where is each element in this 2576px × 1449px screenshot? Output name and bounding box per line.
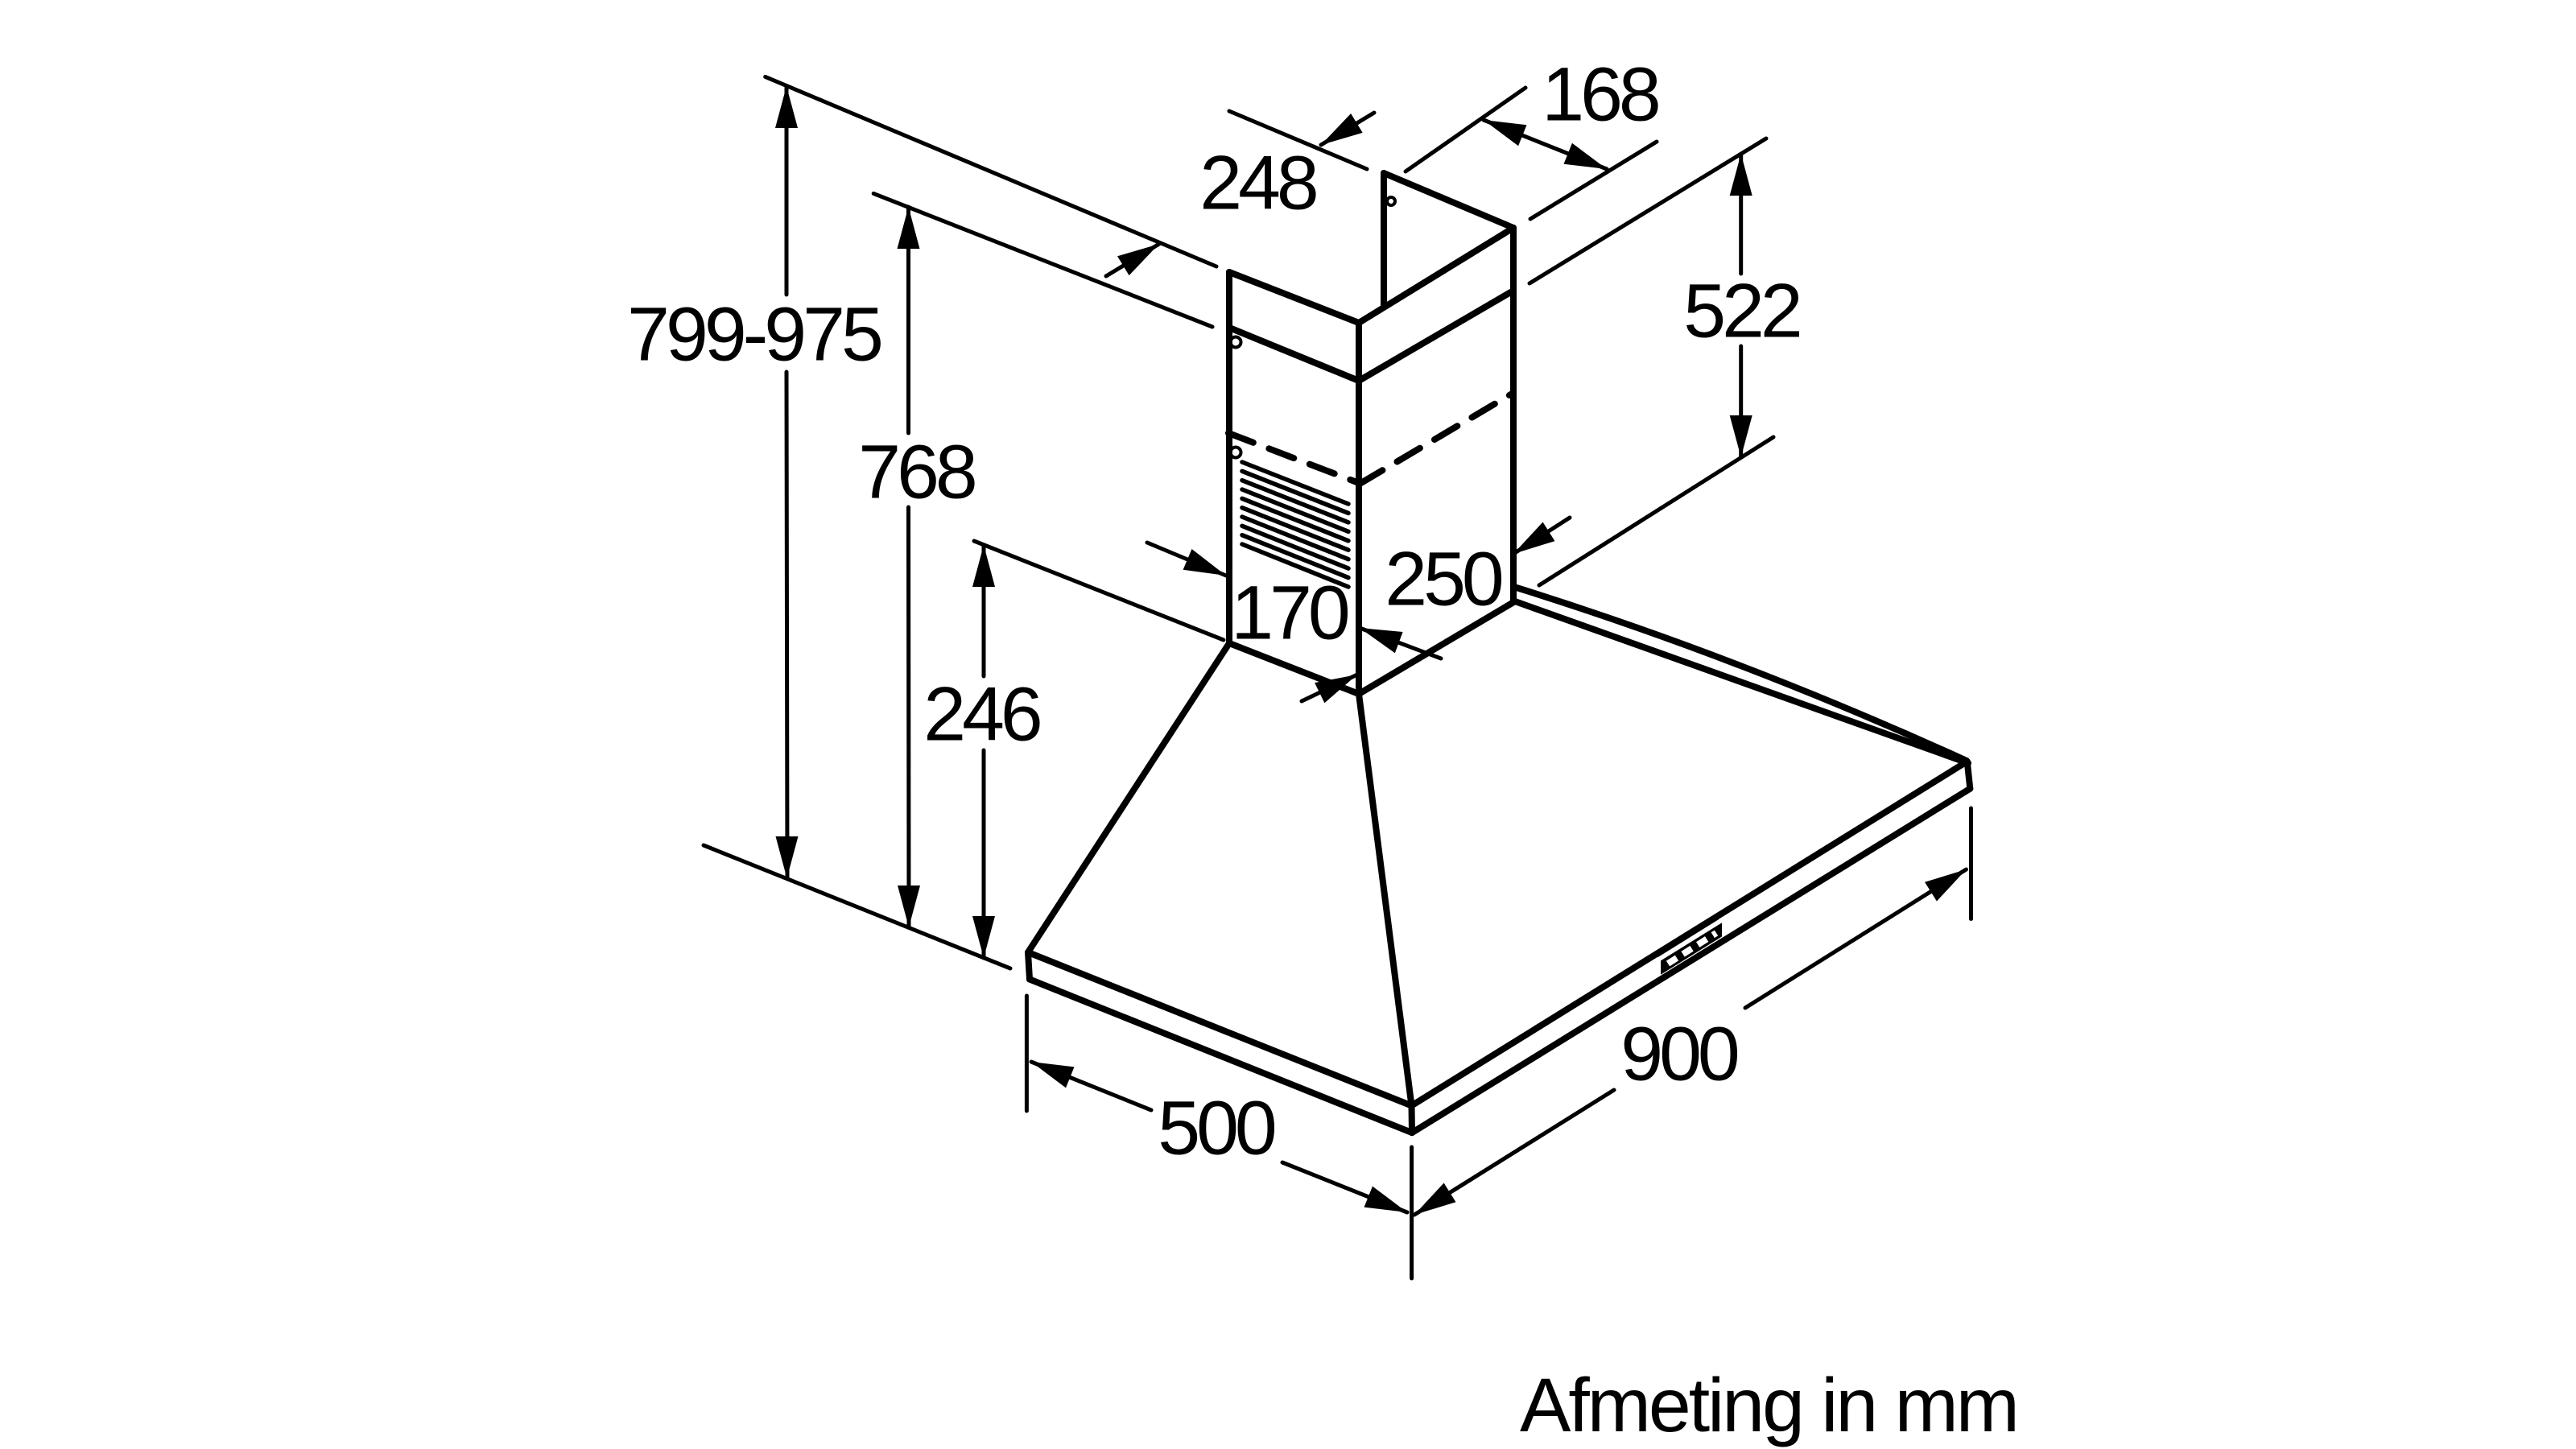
flue-screw-hole-lower (1228, 445, 1243, 460)
dimension-label-flue-bottom-width: 170 (1231, 571, 1348, 656)
ext-flue-back-248 (1227, 109, 1369, 171)
arrow-900-left (1414, 1183, 1456, 1215)
arrow-250-left (1360, 628, 1403, 654)
canopy-bottom-left-edge (1026, 976, 1415, 1137)
canopy-top-left-edge (1025, 949, 1415, 1109)
pyramid-front-edge (1356, 691, 1415, 1109)
arrow-500-left (1031, 1062, 1075, 1088)
arrow-246-down (972, 916, 995, 958)
dimension-label-canopy-width: 900 (1620, 1012, 1738, 1097)
ext-chimney-front-168 (1528, 139, 1659, 221)
arrow-248-left (1117, 244, 1159, 276)
pyramid-right-slant-lower (1512, 598, 1971, 766)
arrow-799-975-up (775, 86, 798, 128)
control-panel-slots (1666, 930, 1719, 967)
flue-band-bottom-left (1226, 324, 1362, 384)
vent-louvres-slat (1240, 505, 1351, 552)
dimension-label-overall-height-range: 799-975 (627, 292, 881, 378)
dimension-label-mounting-bracket-depth: 168 (1542, 52, 1658, 138)
arrow-768-up (897, 207, 920, 249)
ext-flue-band-522 (1527, 136, 1769, 286)
caption-units-note: Afmeting in mm (1520, 1363, 2017, 1448)
ext-flue-band-768 (871, 191, 1215, 329)
vent-louvres-slat (1240, 542, 1351, 589)
pyramid-left-slant-edge (1025, 640, 1232, 956)
arrow-522-up (1729, 154, 1752, 196)
dimension-label-canopy-pyramid-height: 246 (923, 672, 1040, 758)
inner-flue-hidden-edge-left (1225, 430, 1362, 486)
dim-900-right (1743, 867, 1968, 1010)
vent-louvres-slat (1240, 469, 1351, 516)
canopy-bottom-right-edge (1409, 785, 1974, 1137)
vent-louvres-slat (1240, 496, 1351, 543)
ext-canopy-bottom-left (701, 843, 1013, 971)
arrow-522-down (1729, 415, 1752, 457)
vent-louvres-slat (1240, 487, 1351, 535)
dimension-label-flue-top-depth: 248 (1199, 141, 1316, 226)
vent-louvres-slat (1240, 477, 1351, 525)
vent-louvres-slat (1240, 532, 1351, 580)
chimney-top-left-edge (1226, 269, 1362, 326)
dimension-label-flue-bottom-depth: 250 (1385, 537, 1502, 622)
ext-chimney-bottom-522 (1537, 435, 1776, 588)
arrow-168-left (1484, 120, 1527, 147)
pyramid-top-right-edge (1356, 598, 1518, 697)
arrow-170-left (1183, 548, 1226, 576)
arrow-168-right (1563, 142, 1607, 169)
canopy-top-right-edge (1408, 758, 1971, 1109)
arrow-500-right (1364, 1186, 1407, 1212)
vent-louvres-slat (1240, 514, 1351, 562)
pyramid-right-slant-upper (1513, 584, 1970, 764)
dim-799-975-lower (784, 369, 790, 881)
control-panel-rim (1656, 917, 1719, 957)
vent-louvres-slat (1240, 523, 1351, 571)
arrow-170-right (1315, 675, 1357, 704)
arrow-799-975-down (775, 836, 799, 878)
arrow-246-up (972, 545, 995, 587)
arrow-900-right (1925, 869, 1967, 902)
canopy-left-corner-edge (1025, 949, 1033, 983)
dimension-label-canopy-depth: 500 (1158, 1086, 1275, 1171)
arrow-768-down (898, 886, 920, 927)
bracket-screw-hole (1385, 196, 1397, 207)
dimension-label-flue-section-height: 522 (1683, 269, 1800, 354)
arrow-250-right (1513, 522, 1555, 554)
ext-chimney-top-799-975 (763, 74, 1219, 269)
canopy-right-corner-edge (1963, 758, 1974, 792)
ext-bracket-back-168 (1403, 85, 1528, 174)
vent-louvres-slat (1240, 460, 1351, 506)
flue-screw-hole-upper (1228, 335, 1243, 349)
ext-pyramid-top-246 (972, 539, 1226, 642)
canopy-front-corner-edge (1408, 1102, 1415, 1137)
dim-768-lower (906, 505, 911, 930)
inner-flue-hidden-edge-right (1356, 390, 1517, 487)
arrow-248-right (1321, 113, 1363, 145)
dimension-label-height-canopy-to-flue-band: 768 (858, 430, 975, 515)
bracket-top-edge (1381, 170, 1517, 231)
flue-band-bottom-right (1356, 287, 1517, 384)
